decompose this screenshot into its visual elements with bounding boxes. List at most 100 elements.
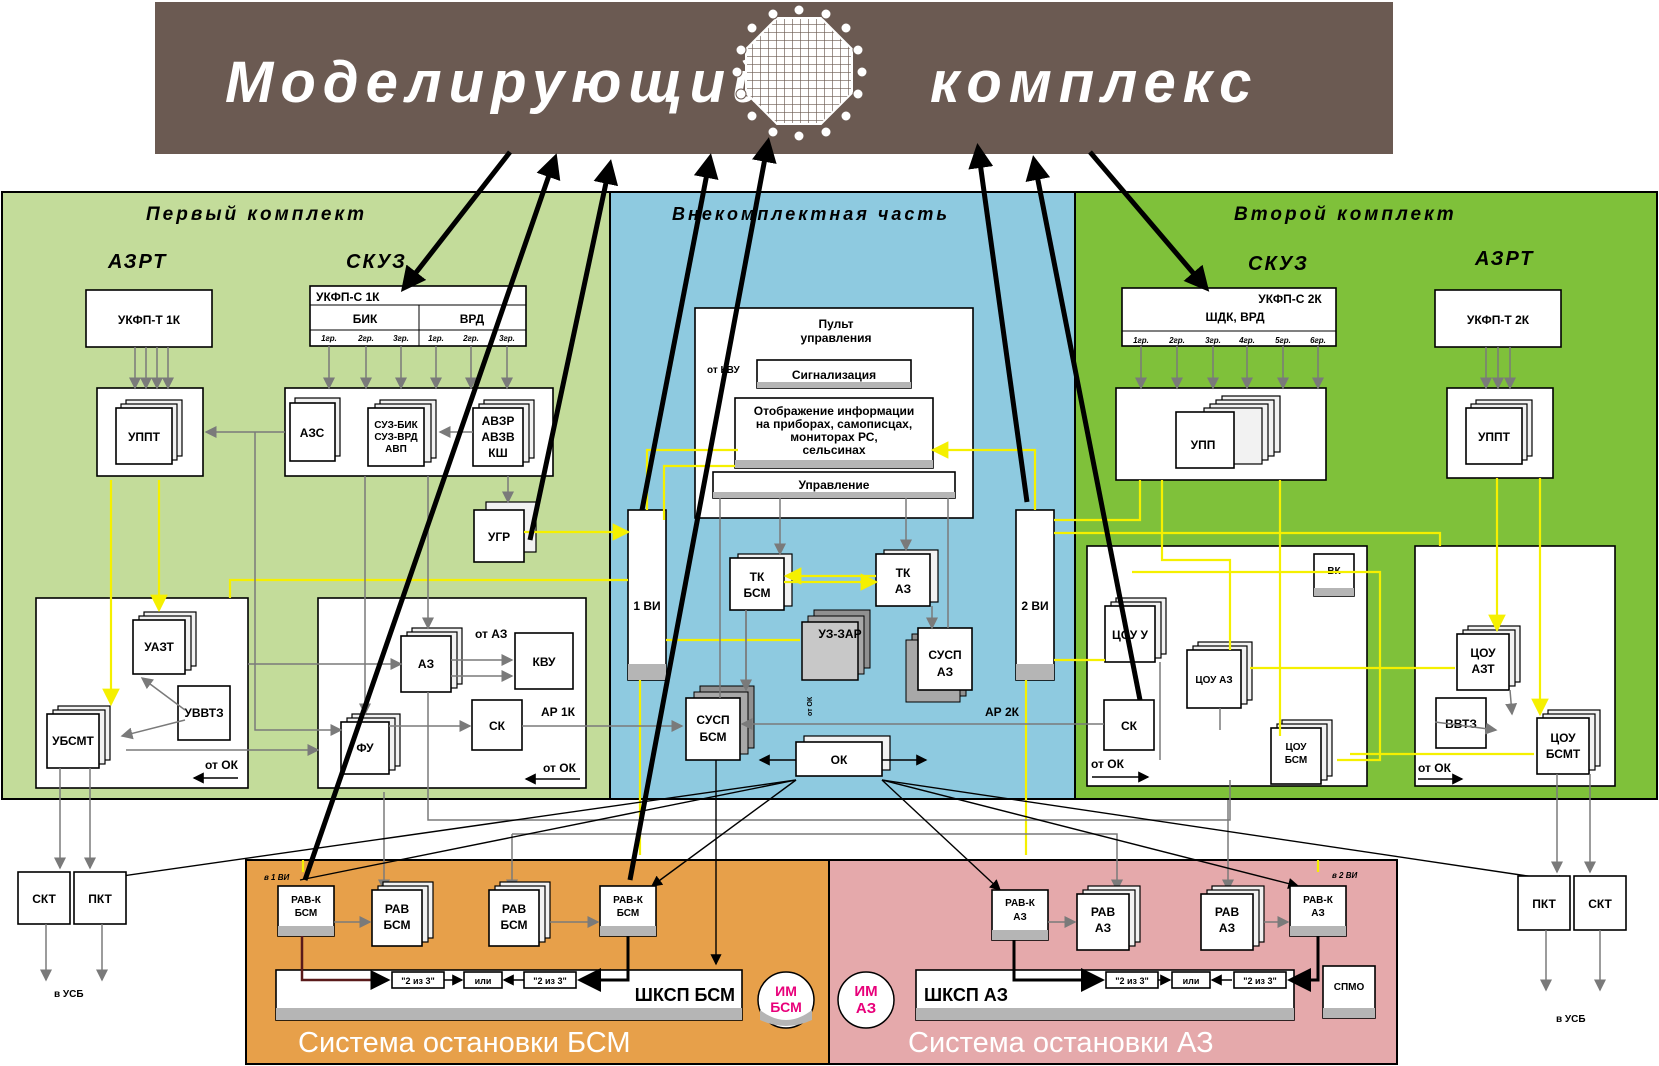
middle-title: Внекомплектная часть bbox=[672, 204, 950, 224]
susp-bsm-box bbox=[685, 697, 741, 761]
svg-text:КШ: КШ bbox=[488, 446, 507, 460]
rav-bsm-2-label-1: РАВ bbox=[502, 902, 527, 916]
ok-label: ОК bbox=[831, 753, 848, 767]
vrd-label: ВРД bbox=[460, 312, 485, 326]
tk-az-box bbox=[875, 553, 931, 607]
kvu-label: КВУ bbox=[533, 655, 557, 669]
black-signal-lines bbox=[78, 760, 1570, 966]
signal-label: Сигнализация bbox=[792, 368, 876, 382]
second-azrt-title: АЗРТ bbox=[1474, 248, 1534, 270]
tsou-azt-label-1: ЦОУ bbox=[1470, 646, 1496, 660]
first-group-labels: 1гр. 2гр. 3гр. 1гр. 2гр. 3гр. bbox=[321, 334, 515, 343]
rav-az-2-label-1: РАВ bbox=[1215, 905, 1240, 919]
two-of-three-1: "2 из 3" bbox=[401, 976, 435, 986]
control-label: Управление bbox=[799, 478, 870, 492]
svg-text:4гр.: 4гр. bbox=[1238, 336, 1255, 345]
two-of-three-4: "2 из 3" bbox=[1243, 976, 1277, 986]
skt-right-label: СКТ bbox=[1588, 897, 1612, 911]
tsou-az-label: ЦОУ АЗ bbox=[1195, 675, 1232, 686]
svg-text:СУЗ-БИК: СУЗ-БИК bbox=[374, 420, 418, 431]
bik-label: БИК bbox=[353, 312, 378, 326]
az-1k-label: АЗ bbox=[418, 657, 434, 671]
ar-1k-label: АР 1К bbox=[541, 705, 576, 719]
pkt-right-box bbox=[1517, 875, 1571, 931]
pkt-left-label: ПКТ bbox=[88, 892, 112, 906]
rav-k-az-right-label-1: РАВ-К bbox=[1303, 895, 1334, 906]
skt-left-box bbox=[17, 871, 71, 925]
im-az-label-1: ИМ bbox=[854, 983, 877, 1000]
svg-text:6гр.: 6гр. bbox=[1310, 336, 1326, 345]
im-bsm-label-1: ИМ bbox=[775, 983, 797, 999]
ukfps-2k-box bbox=[1121, 287, 1337, 347]
ugr-box bbox=[473, 509, 525, 563]
svg-text:АВЗВ: АВЗВ bbox=[481, 430, 515, 444]
ukfpt-2k-box bbox=[1434, 289, 1562, 348]
ugr-label: УГР bbox=[488, 530, 510, 544]
yellow-signal-lines bbox=[102, 441, 1549, 872]
to-usb-right: в УСБ bbox=[1556, 1014, 1586, 1025]
svg-text:3гр.: 3гр. bbox=[499, 334, 515, 343]
ot-ok-1k-azrt: от ОК bbox=[205, 758, 239, 772]
second-kit-title: Второй комплект bbox=[1234, 204, 1457, 225]
ot-az-label: от АЗ bbox=[475, 627, 507, 641]
ukfpt-1k-box bbox=[85, 289, 213, 348]
stop-bsm-title: Система остановки БСМ bbox=[298, 1027, 631, 1059]
susp-az-label-1: СУСП bbox=[928, 648, 961, 662]
first-skuz-title: СКУЗ bbox=[346, 251, 407, 273]
display-labels: Отображение информации на приборах, само… bbox=[754, 404, 914, 457]
sk-1k-label: СК bbox=[489, 719, 506, 733]
svg-text:Отображение информации: Отображение информации bbox=[754, 404, 914, 418]
susp-az-label-2: АЗ bbox=[937, 665, 953, 679]
rav-k-bsm-right-label-2: БСМ bbox=[617, 908, 639, 919]
rav-bsm-1-label-1: РАВ bbox=[385, 902, 410, 916]
or-az: или bbox=[1183, 976, 1200, 986]
sk-2k-box bbox=[1103, 699, 1155, 751]
ukfps-1k-label: УКФП-С 1К bbox=[316, 290, 380, 304]
grey-signal-lines bbox=[54, 346, 1596, 892]
modeling-complex-arrows bbox=[302, 137, 1210, 881]
rav-k-bsm-right-label-1: РАВ-К bbox=[613, 895, 644, 906]
susp-az-box bbox=[917, 627, 973, 691]
svg-text:1гр.: 1гр. bbox=[428, 334, 444, 343]
vvtz-label: ВВТЗ bbox=[1445, 717, 1477, 731]
rav-bsm-1-label-2: БСМ bbox=[384, 918, 411, 932]
shksp-az-label: ШКСП АЗ bbox=[924, 985, 1008, 1005]
im-az-label-2: АЗ bbox=[856, 1000, 876, 1017]
tsou-u-label: ЦОУ У bbox=[1112, 628, 1149, 642]
susp-bsm-label-1: СУСП bbox=[696, 713, 729, 727]
two-of-three-2: "2 из 3" bbox=[533, 976, 567, 986]
svg-text:5гр.: 5гр. bbox=[1275, 336, 1291, 345]
vi1-label: 1 ВИ bbox=[633, 599, 660, 613]
rav-k-bsm-left-label-2: БСМ bbox=[295, 908, 317, 919]
svg-text:мониторах РС,: мониторах РС, bbox=[790, 430, 877, 444]
im-az-circle bbox=[837, 971, 895, 1029]
svg-text:1гр.: 1гр. bbox=[321, 334, 337, 343]
fu-label: ФУ bbox=[356, 741, 374, 755]
ukfpt-2k-label: УКФП-Т 2К bbox=[1467, 313, 1530, 327]
tk-bsm-label-1: ТК bbox=[750, 570, 765, 584]
spmo-label: СПМО bbox=[1334, 982, 1365, 993]
ok-box bbox=[795, 741, 883, 777]
sk-1k-box bbox=[471, 699, 523, 751]
svg-text:3гр.: 3гр. bbox=[393, 334, 409, 343]
rav-bsm-2-label-2: БСМ bbox=[501, 918, 528, 932]
upp-label: УПП bbox=[1191, 438, 1216, 452]
uppt-2k-label: УППТ bbox=[1478, 430, 1511, 444]
svg-text:СУЗ-ВРД: СУЗ-ВРД bbox=[374, 432, 417, 443]
tk-bsm-label-2: БСМ bbox=[744, 586, 771, 600]
vi1-box bbox=[627, 509, 667, 681]
or-bsm: или bbox=[475, 976, 492, 986]
ukfps-2k-label-2: ШДК, ВРД bbox=[1205, 310, 1265, 324]
ubsmt-label: УБСМТ bbox=[52, 734, 94, 748]
rav-az-1-label-2: АЗ bbox=[1095, 921, 1111, 935]
svg-text:1гр.: 1гр. bbox=[1133, 336, 1149, 345]
ot-ok-2k-azrt: от ОК bbox=[1418, 761, 1452, 775]
ukfpt-1k-label: УКФП-Т 1К bbox=[118, 313, 181, 327]
svg-text:2гр.: 2гр. bbox=[1168, 336, 1185, 345]
svg-text:2гр.: 2гр. bbox=[462, 334, 479, 343]
uazt-label: УАЗТ bbox=[144, 640, 174, 654]
tsou-azt-label-2: АЗТ bbox=[1471, 662, 1495, 676]
suz-bik-labels: СУЗ-БИК СУЗ-ВРД АВП bbox=[374, 420, 418, 455]
second-group-labels: 1гр. 2гр. 3гр. 4гр. 5гр. 6гр. bbox=[1133, 336, 1326, 345]
